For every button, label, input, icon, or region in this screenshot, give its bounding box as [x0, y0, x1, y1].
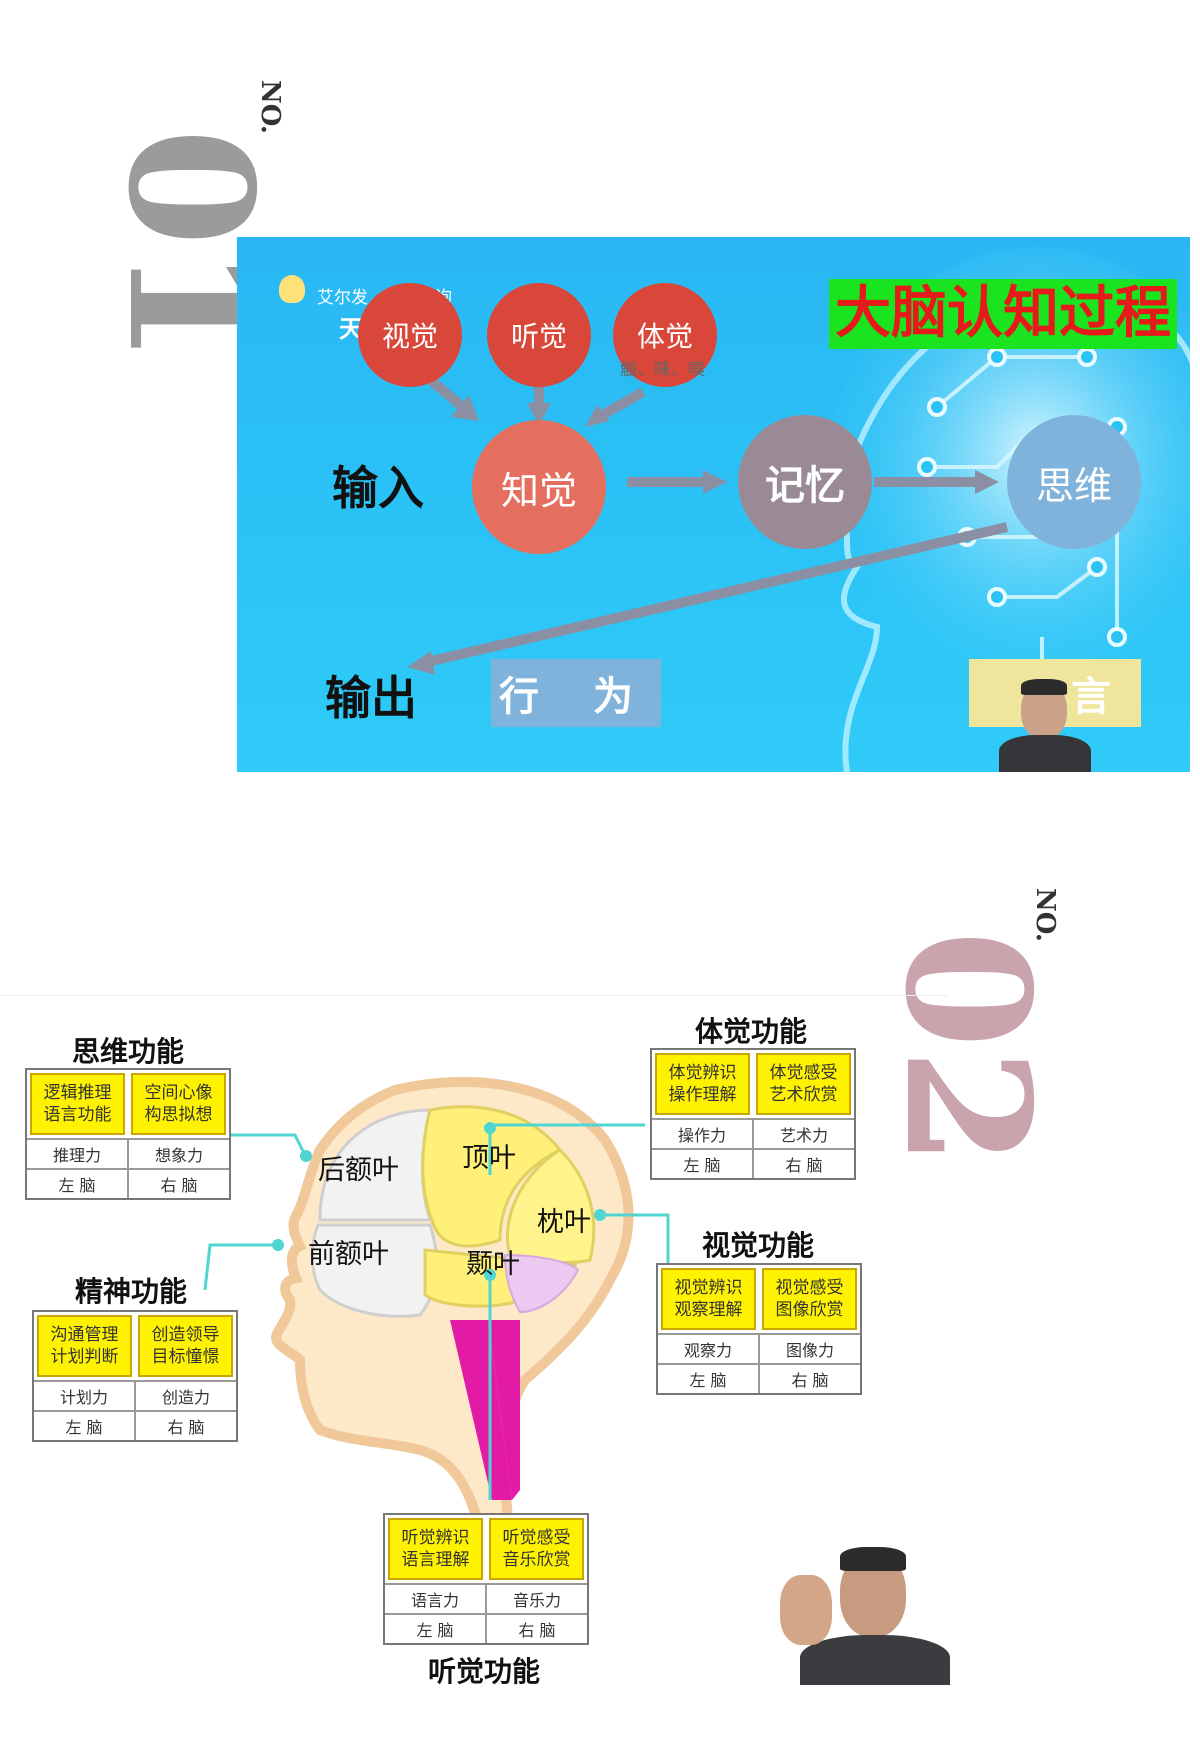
vision-circle: 视觉 — [358, 283, 462, 387]
left-brain-label: 左 脑 — [658, 1363, 758, 1393]
right-brain-label: 右 脑 — [127, 1168, 229, 1198]
body-function-table: 体觉辨识操作理解 体觉感受艺术欣赏 操作力艺术力 左 脑右 脑 — [650, 1048, 856, 1180]
body-sense-circle: 体觉 — [613, 283, 717, 387]
left-brain-label: 左 脑 — [652, 1148, 752, 1178]
left-brain-label: 左 脑 — [385, 1613, 485, 1643]
thinking-circle: 思维 — [1007, 415, 1141, 549]
ability-planning: 计划力 — [34, 1380, 134, 1410]
right-brain-label: 右 脑 — [134, 1410, 236, 1440]
lightbulb-icon — [279, 275, 305, 303]
region-occipital: 枕叶 — [537, 1207, 591, 1238]
ability-music: 音乐力 — [485, 1583, 587, 1613]
touch-taste-smell-label: 触、味、嗅 — [620, 360, 705, 380]
thinking-function-title: 思维功能 — [72, 1035, 185, 1068]
region-posterior-frontal: 后额叶 — [318, 1155, 399, 1186]
spirit-function-table: 沟通管理计划判断 创造领导目标憧憬 计划力创造力 左 脑右 脑 — [32, 1310, 238, 1442]
body-cell-left: 体觉辨识操作理解 — [655, 1053, 750, 1115]
body-function-title: 体觉功能 — [695, 1015, 808, 1048]
left-brain-label: 左 脑 — [34, 1410, 134, 1440]
vision-cell-left: 视觉辨识观察理解 — [661, 1268, 756, 1330]
right-brain-label: 右 脑 — [485, 1613, 587, 1643]
slide-title: 大脑认知过程 — [829, 279, 1177, 349]
input-label: 输入 — [332, 461, 424, 515]
hearing-cell-left: 听觉辨识语言理解 — [388, 1518, 483, 1580]
vision-function-title: 视觉功能 — [702, 1229, 815, 1262]
hearing-cell-right: 听觉感受音乐欣赏 — [489, 1518, 584, 1580]
right-brain-label: 右 脑 — [758, 1363, 860, 1393]
ability-art: 艺术力 — [752, 1118, 854, 1148]
perception-circle: 知觉 — [472, 420, 606, 554]
region-parietal: 顶叶 — [462, 1143, 516, 1174]
hearing-function-title: 听觉功能 — [428, 1655, 541, 1688]
presenter-video-2 — [770, 1545, 950, 1685]
ability-reasoning: 推理力 — [27, 1138, 127, 1168]
presenter-video — [999, 677, 1091, 772]
ability-creativity: 创造力 — [134, 1380, 236, 1410]
body-cell-right: 体觉感受艺术欣赏 — [756, 1053, 851, 1115]
brain-head-diagram — [203, 1076, 670, 1535]
thinking-cell-left: 逻辑推理语言功能 — [30, 1073, 125, 1135]
region-temporal: 颞叶 — [466, 1249, 520, 1280]
behavior-box: 行 为 — [491, 659, 661, 727]
spirit-cell-right: 创造领导目标憧憬 — [138, 1315, 233, 1377]
vision-function-table: 视觉辨识观察理解 视觉感受图像欣赏 观察力图像力 左 脑右 脑 — [656, 1263, 862, 1395]
ability-observation: 观察力 — [658, 1333, 758, 1363]
hearing-function-table: 听觉辨识语言理解 听觉感受音乐欣赏 语言力音乐力 左 脑右 脑 — [383, 1513, 589, 1645]
left-brain-label: 左 脑 — [27, 1168, 127, 1198]
output-label: 输出 — [325, 671, 417, 725]
ability-language: 语言力 — [385, 1583, 485, 1613]
vision-cell-right: 视觉感受图像欣赏 — [762, 1268, 857, 1330]
thinking-cell-right: 空间心像构思拟想 — [131, 1073, 226, 1135]
no-label-1: NO. — [255, 80, 285, 134]
hearing-circle: 听觉 — [487, 283, 591, 387]
thinking-function-table: 逻辑推理语言功能 空间心像构思拟想 推理力想象力 左 脑右 脑 — [25, 1068, 231, 1200]
spirit-cell-left: 沟通管理计划判断 — [37, 1315, 132, 1377]
divider — [0, 995, 948, 996]
ability-operation: 操作力 — [652, 1118, 752, 1148]
region-frontal: 前额叶 — [308, 1239, 389, 1270]
cognition-slide: 艾尔发咨询 天 大脑认知过程 视觉 听觉 体觉 触、味、嗅 输入 知觉 记忆 思… — [237, 237, 1190, 772]
spirit-function-title: 精神功能 — [75, 1275, 188, 1308]
ability-imagination: 想象力 — [127, 1138, 229, 1168]
memory-circle: 记忆 — [738, 415, 872, 549]
right-brain-label: 右 脑 — [752, 1148, 854, 1178]
ability-image: 图像力 — [758, 1333, 860, 1363]
